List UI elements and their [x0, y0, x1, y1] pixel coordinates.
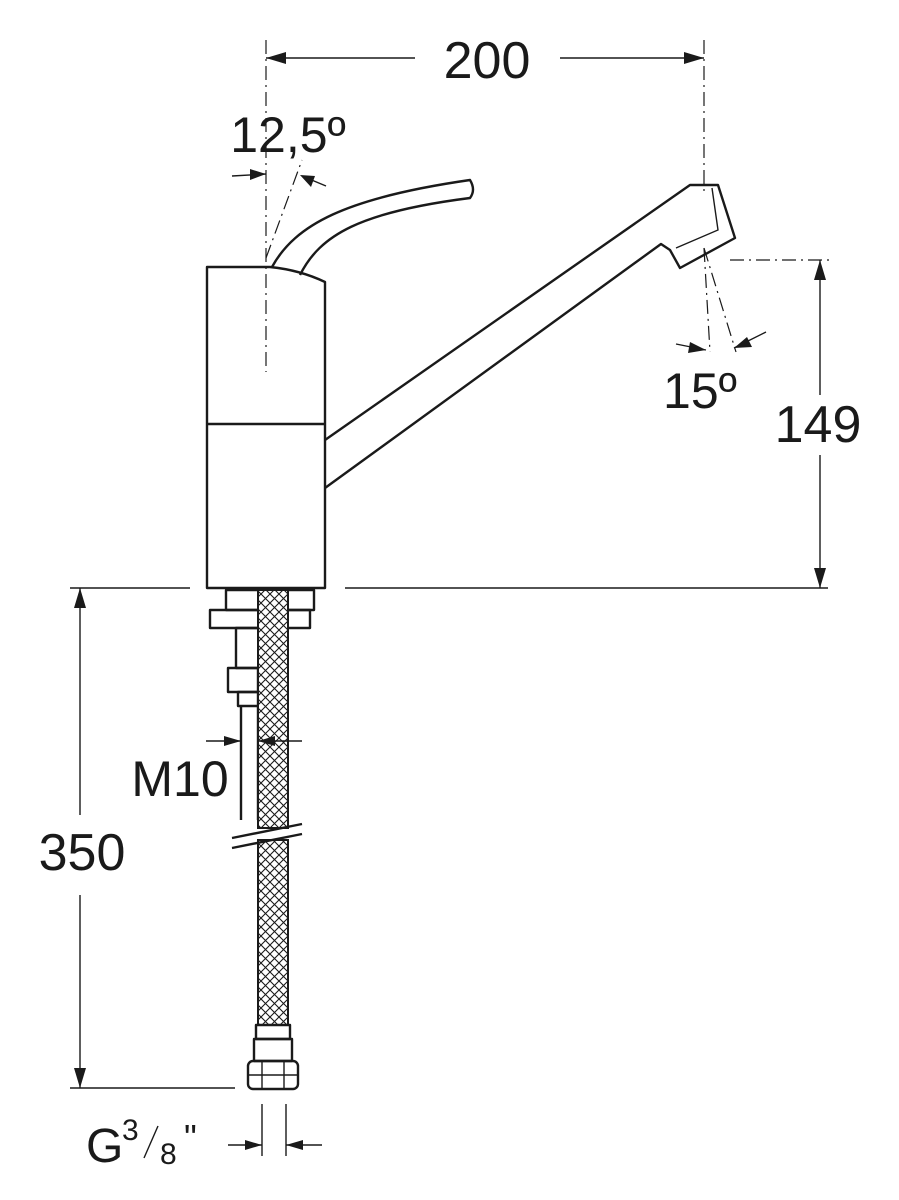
center-lines	[265, 40, 830, 372]
height-label: 149	[775, 396, 862, 454]
lever-angle-dimension: 12,5º	[230, 107, 346, 187]
connection-suffix: "	[184, 1117, 197, 1158]
aerator-angle-dimension: 15º	[663, 331, 767, 419]
faucet-body	[205, 265, 327, 590]
reach-dimension: 200	[266, 32, 704, 90]
lever-angle-label: 12,5º	[230, 107, 346, 163]
height-dimension: 149	[345, 260, 862, 589]
stud-thread-dimension: M10	[131, 720, 302, 807]
connection-prefix: G	[86, 1120, 123, 1173]
reach-label: 200	[444, 32, 531, 90]
hose-connection-dimension: G 3 8 "	[86, 1104, 322, 1173]
hose-length-dimension: 350	[39, 587, 235, 1089]
aerator-angle-label: 15º	[663, 363, 737, 419]
spout	[324, 183, 737, 489]
connection-denominator: 8	[160, 1138, 177, 1171]
lever-handle	[270, 178, 475, 276]
hose-length-label: 350	[39, 824, 126, 882]
braided-hose	[231, 589, 303, 1091]
connection-numerator: 3	[122, 1114, 139, 1147]
hose-connection-label: G 3 8 "	[86, 1114, 197, 1173]
stud-thread-label: M10	[131, 751, 228, 807]
